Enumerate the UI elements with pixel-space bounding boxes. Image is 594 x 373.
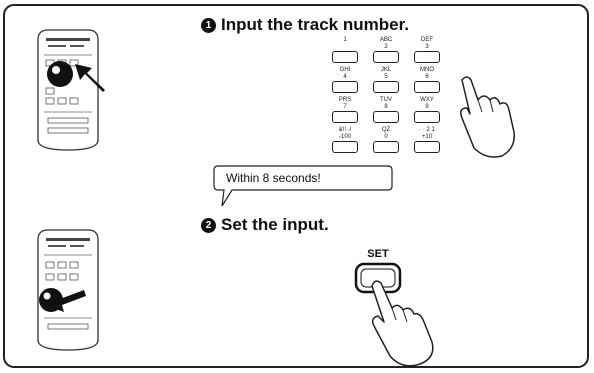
key-1[interactable] — [332, 51, 358, 63]
key-8[interactable] — [373, 111, 399, 123]
step-number-badge: 1 — [201, 17, 216, 33]
step-1-instruction: 1 Input the track number. — [201, 15, 409, 35]
bubble-text: Within 8 seconds! — [226, 171, 321, 185]
key-label-plus-10: · · 2 1+10 — [419, 127, 435, 140]
arrow-icon — [75, 64, 105, 92]
step-text: Set the input. — [221, 215, 329, 234]
set-button-label: SET — [367, 248, 389, 260]
remote-control-icon — [37, 29, 99, 151]
key-2[interactable] — [373, 51, 399, 63]
pointing-hand-icon — [371, 280, 434, 367]
key-6[interactable] — [414, 81, 440, 93]
key-label-minus-100: &!! -/-100 — [338, 127, 352, 140]
key-9[interactable] — [414, 111, 440, 123]
key-plus-10[interactable] — [414, 141, 440, 153]
key-7[interactable] — [332, 111, 358, 123]
step-2-instruction: 2 Set the input. — [201, 215, 329, 235]
key-label-1: 1 — [343, 37, 347, 43]
step-text: Input the track number. — [221, 15, 409, 34]
key-minus-100[interactable] — [332, 141, 358, 153]
key-4[interactable] — [332, 81, 358, 93]
speech-bubble — [213, 165, 393, 207]
arrow-icon — [48, 290, 86, 312]
key-3[interactable] — [414, 51, 440, 63]
pointing-hand-icon — [460, 76, 515, 158]
step-number-badge: 2 — [201, 217, 216, 233]
key-0[interactable] — [373, 141, 399, 153]
remote-control-icon — [37, 229, 99, 351]
key-5[interactable] — [373, 81, 399, 93]
